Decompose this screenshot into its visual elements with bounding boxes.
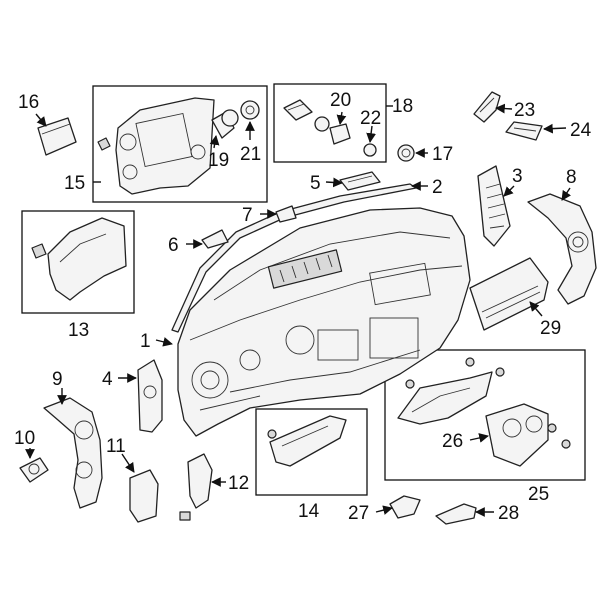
callout-18: 18 <box>392 96 413 117</box>
part-5-vent <box>339 171 381 191</box>
callout-27: 27 <box>348 503 369 524</box>
callout-16: 16 <box>18 92 39 113</box>
part-11-lower-trim <box>129 469 159 523</box>
part-8-right-end-panel <box>527 193 597 305</box>
callout-29: 29 <box>540 318 561 339</box>
callout-11: 11 <box>106 436 126 457</box>
callout-8: 8 <box>566 167 577 188</box>
callout-20: 20 <box>330 90 351 111</box>
callout-19: 19 <box>208 150 229 171</box>
callout-25: 25 <box>528 484 549 505</box>
part-18-switch-group <box>283 99 377 157</box>
group-box-15 <box>92 85 268 203</box>
callout-26: 26 <box>442 431 463 452</box>
group-box-18 <box>273 83 387 163</box>
part-24-switch <box>505 121 543 141</box>
callout-28: 28 <box>498 503 519 524</box>
callout-21: 21 <box>240 144 261 165</box>
part-9-left-end-panel <box>43 397 103 509</box>
callout-4: 4 <box>102 369 113 390</box>
part-27-clip <box>389 495 421 519</box>
part-14-lower-panel <box>267 415 347 467</box>
part-23-bracket <box>473 91 501 123</box>
callout-3: 3 <box>512 166 523 187</box>
part-28-trim-strip <box>435 503 477 525</box>
callout-5: 5 <box>310 173 321 194</box>
part-12-bracket <box>179 453 213 521</box>
group-box-13 <box>21 210 135 314</box>
callout-6: 6 <box>168 235 179 256</box>
part-3-side-vent <box>477 165 511 247</box>
part-17-knob <box>397 144 415 162</box>
callout-14: 14 <box>298 501 320 522</box>
part-10-small-vent <box>19 457 49 483</box>
group-box-14 <box>255 408 368 496</box>
callout-23: 23 <box>514 100 535 121</box>
part-7-clip <box>275 205 297 223</box>
callout-10: 10 <box>14 428 35 449</box>
group-box-25 <box>384 349 586 481</box>
part-6-clip <box>201 229 229 249</box>
part-25-console-bracket <box>397 357 505 425</box>
callout-1: 1 <box>140 331 151 352</box>
callout-24: 24 <box>570 120 592 141</box>
callout-7: 7 <box>242 205 253 226</box>
callout-15: 15 <box>64 173 85 194</box>
part-16-trim <box>37 117 77 156</box>
part-15-center-bezel <box>97 97 260 195</box>
callout-12: 12 <box>228 473 249 494</box>
part-13-left-bracket <box>31 217 127 301</box>
part-26-cup-holder <box>485 403 571 467</box>
part-4-speaker-grille <box>137 359 163 433</box>
callout-22: 22 <box>360 108 381 129</box>
callout-17: 17 <box>432 144 453 165</box>
part-1-dashboard-panel <box>177 207 471 437</box>
callout-9: 9 <box>52 369 63 390</box>
callout-2: 2 <box>432 177 443 198</box>
part-29-glove-box-door <box>469 257 549 331</box>
callout-13: 13 <box>68 320 89 341</box>
